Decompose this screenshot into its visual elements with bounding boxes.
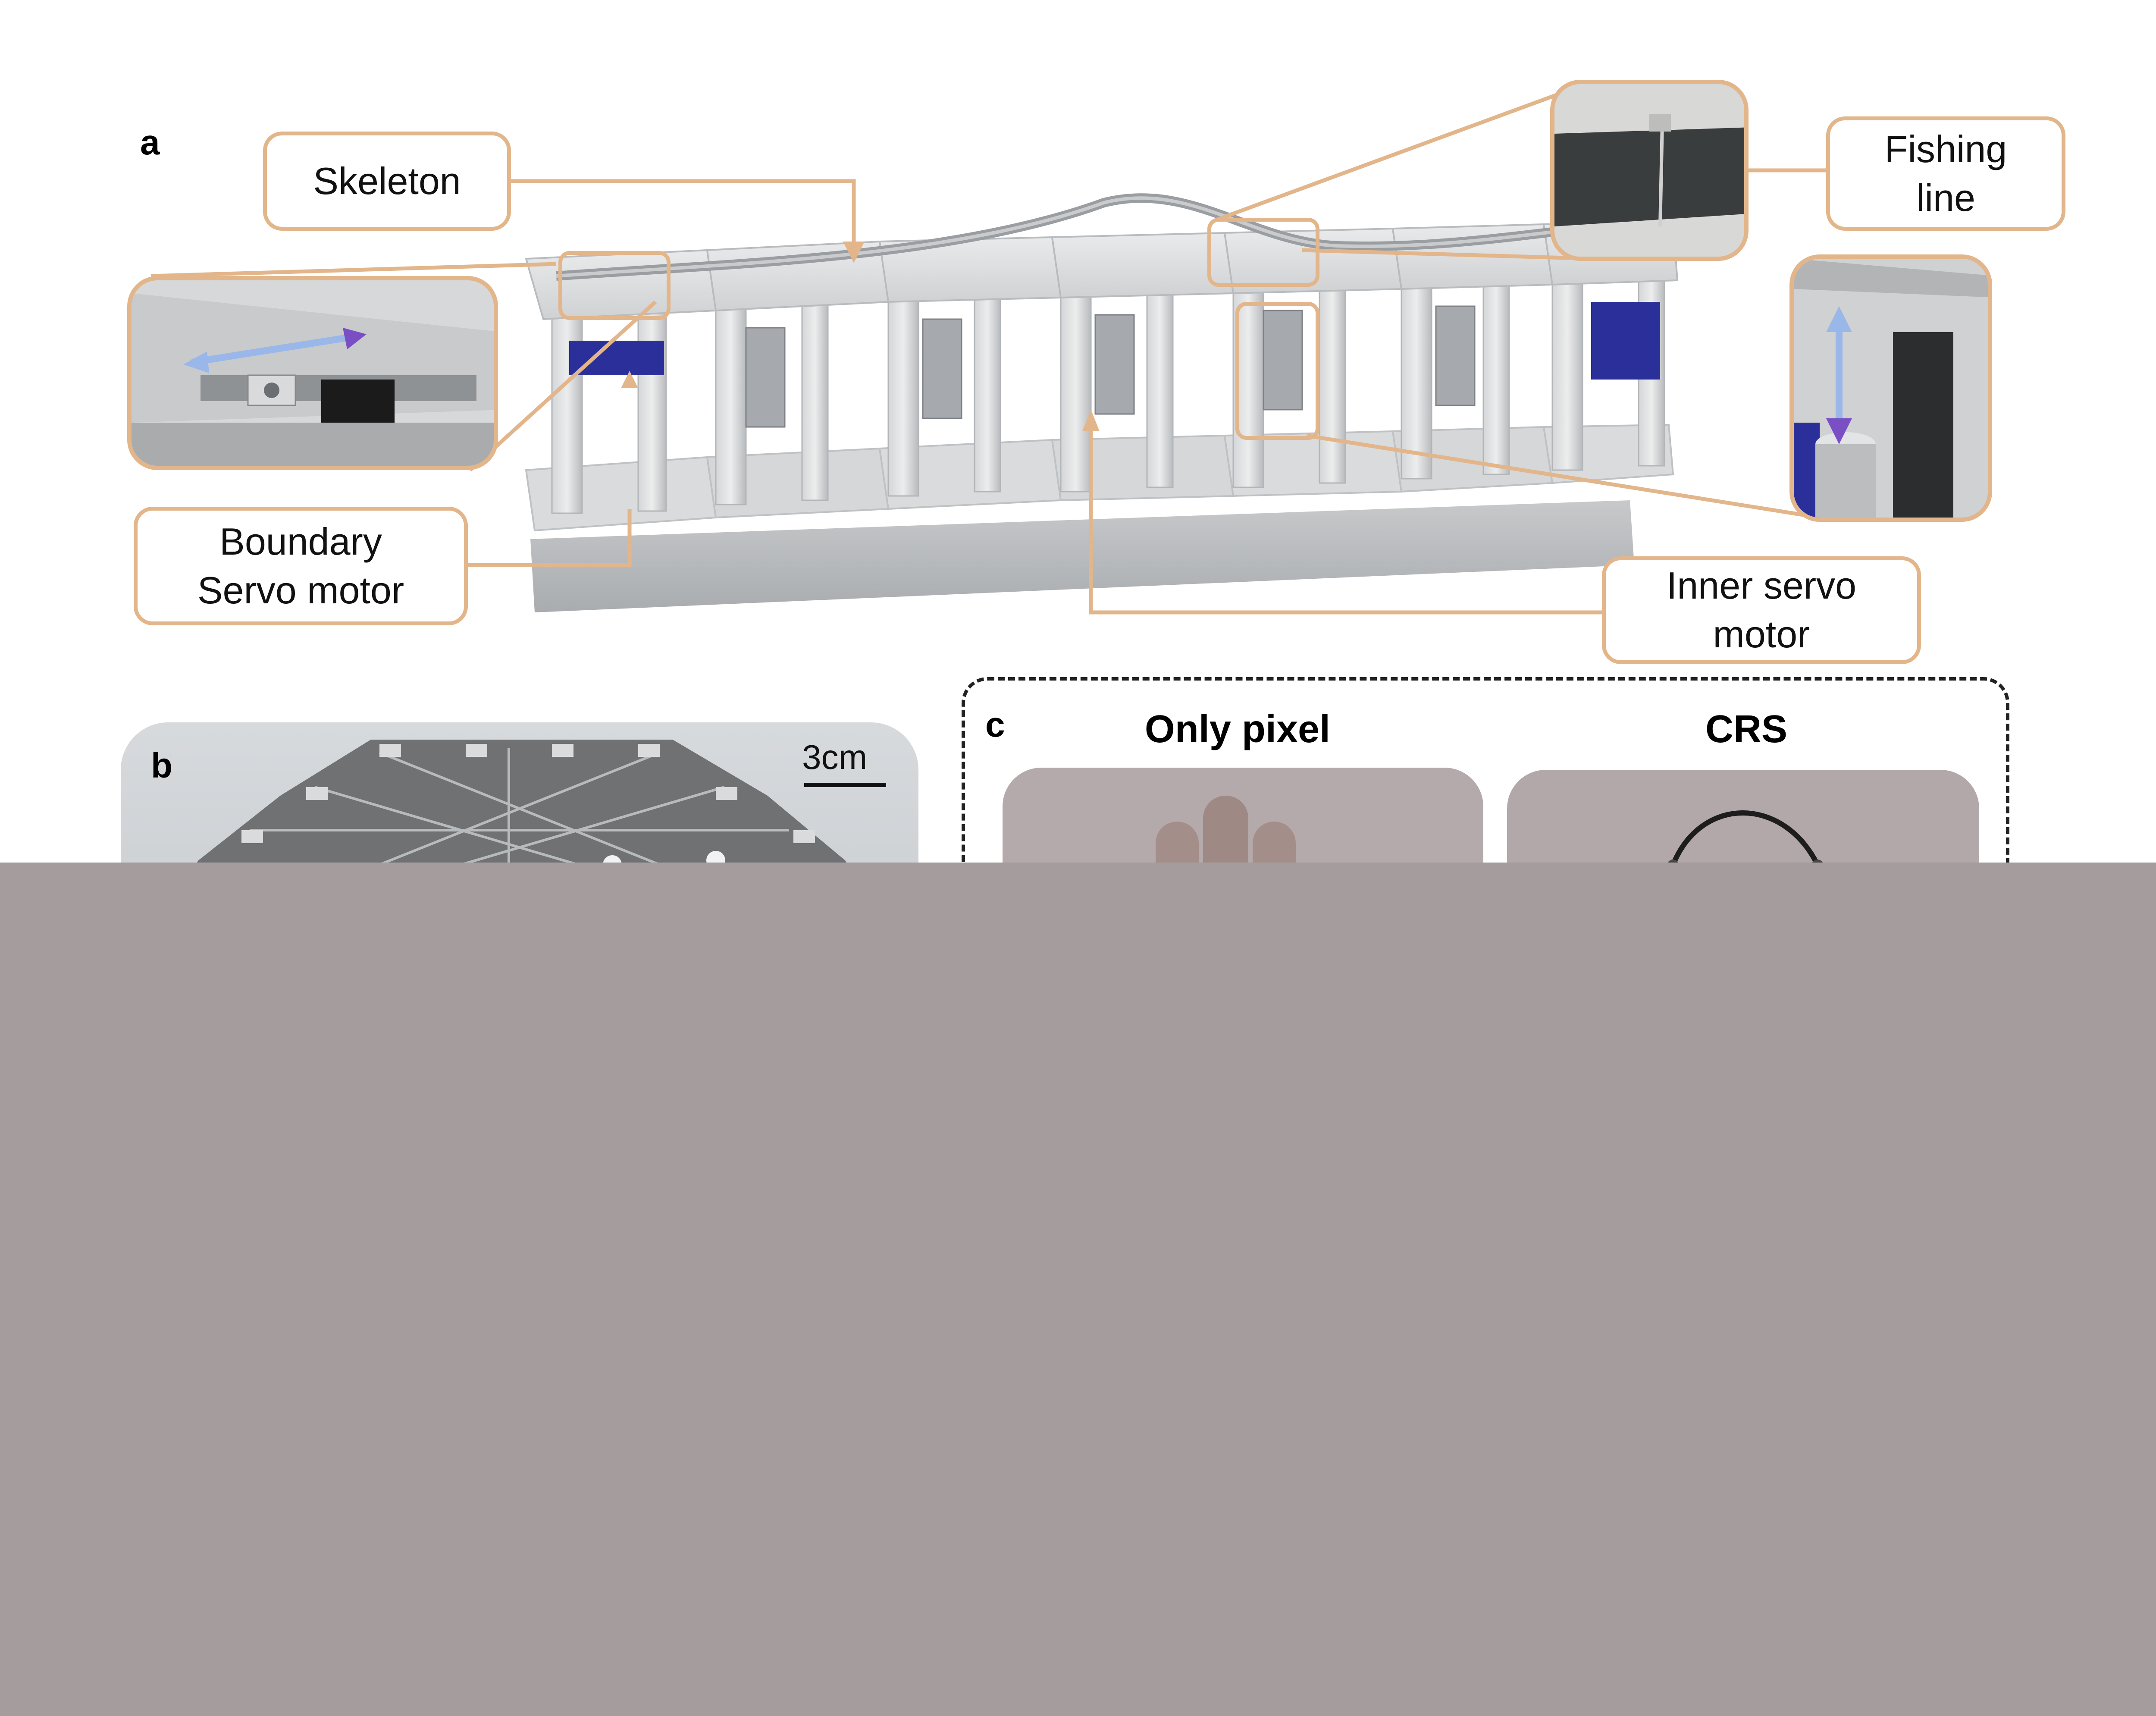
zoom-boundary-servo [127, 276, 498, 470]
base-slab [530, 500, 1634, 612]
highlight-box-boundary [558, 251, 671, 320]
zoom-inner-servo [1789, 254, 1992, 522]
panel-b-letter: b [151, 746, 173, 785]
inner-servos [745, 305, 1476, 428]
zoom-fishing-line-render [1554, 84, 1744, 257]
hidden-region [0, 863, 2156, 1716]
column-title-only-pixel: Only pixel [1144, 708, 1331, 751]
panel-a-device-render [150, 93, 1828, 615]
callout-boundary-servo-motor: Boundary Servo motor [134, 507, 468, 625]
panel-c-dashed-frame [962, 677, 2009, 979]
zoom-fishing-line [1550, 80, 1749, 261]
highlight-box-skeleton-joint [1207, 218, 1319, 287]
column-title-crs: CRS [1705, 708, 1788, 751]
double-arrow-horizontal-icon [191, 333, 357, 366]
callout-fishing-line: Fishing line [1826, 116, 2065, 231]
skeleton-strip-highlight [556, 196, 1682, 278]
highlight-box-inner-servo [1235, 302, 1319, 440]
boundary-servo-left [569, 341, 664, 375]
zoom-boundary-servo-render [132, 293, 494, 466]
panel-a-letter: a [140, 123, 160, 162]
scale-bar [804, 783, 886, 787]
scale-bar-label: 3cm [802, 738, 868, 776]
leader-lines [150, 93, 1828, 615]
boundary-servo-right [1591, 302, 1660, 380]
panel-c-letter: c [985, 705, 1005, 744]
pillars [551, 279, 1665, 514]
callout-skeleton: Skeleton [263, 132, 511, 231]
zoom-inner-servo-render [1794, 259, 1988, 518]
callout-inner-servo-motor: Inner servo motor [1602, 556, 1921, 664]
